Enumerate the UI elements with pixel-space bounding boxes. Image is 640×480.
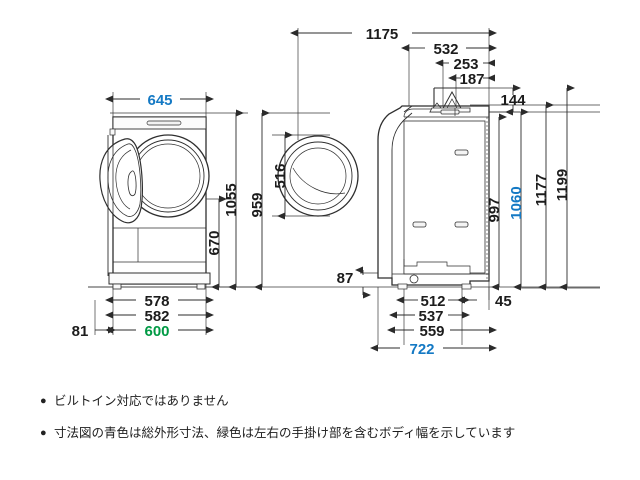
side-view (377, 87, 490, 290)
dim-label-670: 670 (206, 230, 223, 255)
note-item: ● ビルトイン対応ではありません (40, 392, 620, 410)
note-text-builtin: ビルトイン対応ではありません (54, 393, 229, 408)
dimension-lines (95, 29, 575, 352)
door-open (99, 128, 143, 230)
dim-label-1055: 1055 (223, 183, 240, 216)
dim-label-578: 578 (144, 293, 169, 310)
bullet-icon: ● (40, 395, 47, 407)
front-view (99, 116, 211, 290)
dim-label-front-width: 645 (147, 92, 172, 109)
dim-label-959: 959 (249, 192, 266, 217)
note-text-color-legend: 寸法図の青色は総外形寸法、緑色は左右の手掛け部を含むボディ幅を示しています (54, 425, 516, 440)
dim-label-187: 187 (459, 71, 484, 88)
dim-label-1177: 1177 (533, 174, 550, 207)
dim-label-1175: 1175 (366, 26, 399, 43)
dim-label-516: 516 (272, 163, 289, 188)
dim-label-512: 512 (420, 293, 445, 310)
dim-label-1199: 1199 (554, 169, 571, 202)
dim-label-997: 997 (486, 197, 503, 222)
dim-label-45: 45 (495, 293, 512, 310)
door-detail-view (277, 135, 359, 217)
dim-label-81: 81 (72, 323, 89, 340)
dim-label-1060: 1060 (508, 186, 525, 219)
dim-label-144: 144 (500, 92, 526, 109)
dim-label-537: 537 (418, 308, 443, 325)
dim-label-87: 87 (337, 270, 354, 287)
dim-label-600: 600 (144, 323, 169, 340)
dim-label-559: 559 (419, 323, 444, 340)
dim-label-582: 582 (144, 308, 169, 325)
open-lid (429, 87, 471, 116)
dim-label-532: 532 (433, 41, 458, 58)
bullet-icon: ● (40, 427, 47, 439)
dim-label-253: 253 (453, 56, 478, 73)
note-item: ● 寸法図の青色は総外形寸法、緑色は左右の手掛け部を含むボディ幅を示しています (40, 424, 620, 442)
dim-label-722: 722 (409, 341, 434, 358)
notes-list: ● ビルトイン対応ではありません ● 寸法図の青色は総外形寸法、緑色は左右の手掛… (40, 392, 620, 456)
